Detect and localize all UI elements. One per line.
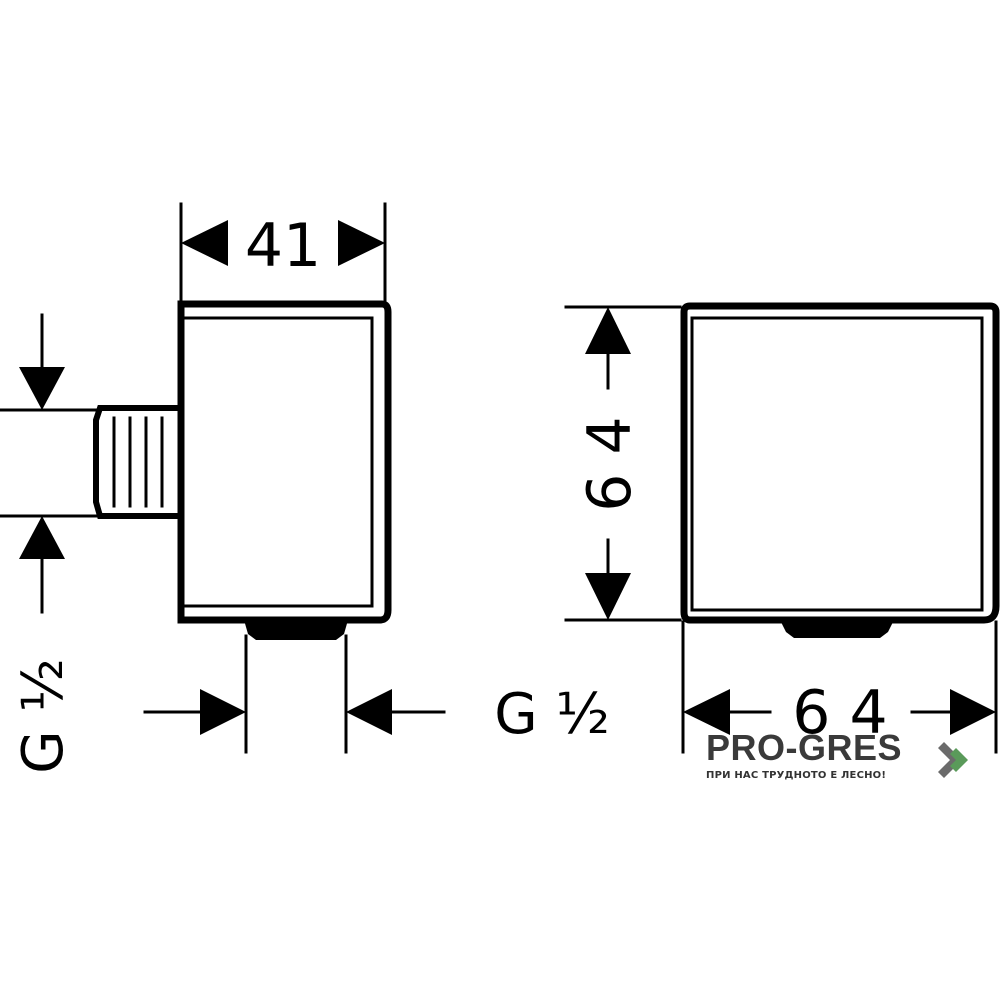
front-view-inner-face — [690, 316, 984, 612]
front-outlet — [780, 620, 894, 638]
dimension-41-label: 41 — [245, 211, 321, 281]
bottom-outlet — [244, 620, 348, 640]
thread-left-label: G ½ — [11, 658, 76, 773]
front-view: 6 4 6 4 — [564, 302, 1000, 754]
thread-bottom-label: G ½ — [494, 682, 609, 747]
brand-watermark: PRO-GRES ПРИ НАС ТРУДНОТО Е ЛЕСНО! — [706, 728, 996, 781]
dimension-thread-bottom: G ½ — [143, 634, 610, 754]
dimension-width-64: 6 4 — [681, 620, 998, 754]
height-64-label: 6 4 — [575, 416, 645, 511]
side-view: 41 G ½ G ½ — [0, 202, 610, 774]
dimension-41: 41 — [179, 202, 387, 302]
front-view-body — [680, 302, 1000, 624]
dimension-thread-left: G ½ — [0, 313, 102, 774]
diamond-arrow-icon — [938, 742, 968, 778]
thread-connector — [93, 405, 184, 519]
side-view-body — [177, 300, 392, 624]
brand-tagline: ПРИ НАС ТРУДНОТО Е ЛЕСНО! — [706, 770, 887, 781]
brand-name: PRO-GRES — [706, 727, 903, 768]
dimension-height-64: 6 4 — [564, 305, 682, 622]
width-64-label: 6 4 — [792, 678, 887, 748]
